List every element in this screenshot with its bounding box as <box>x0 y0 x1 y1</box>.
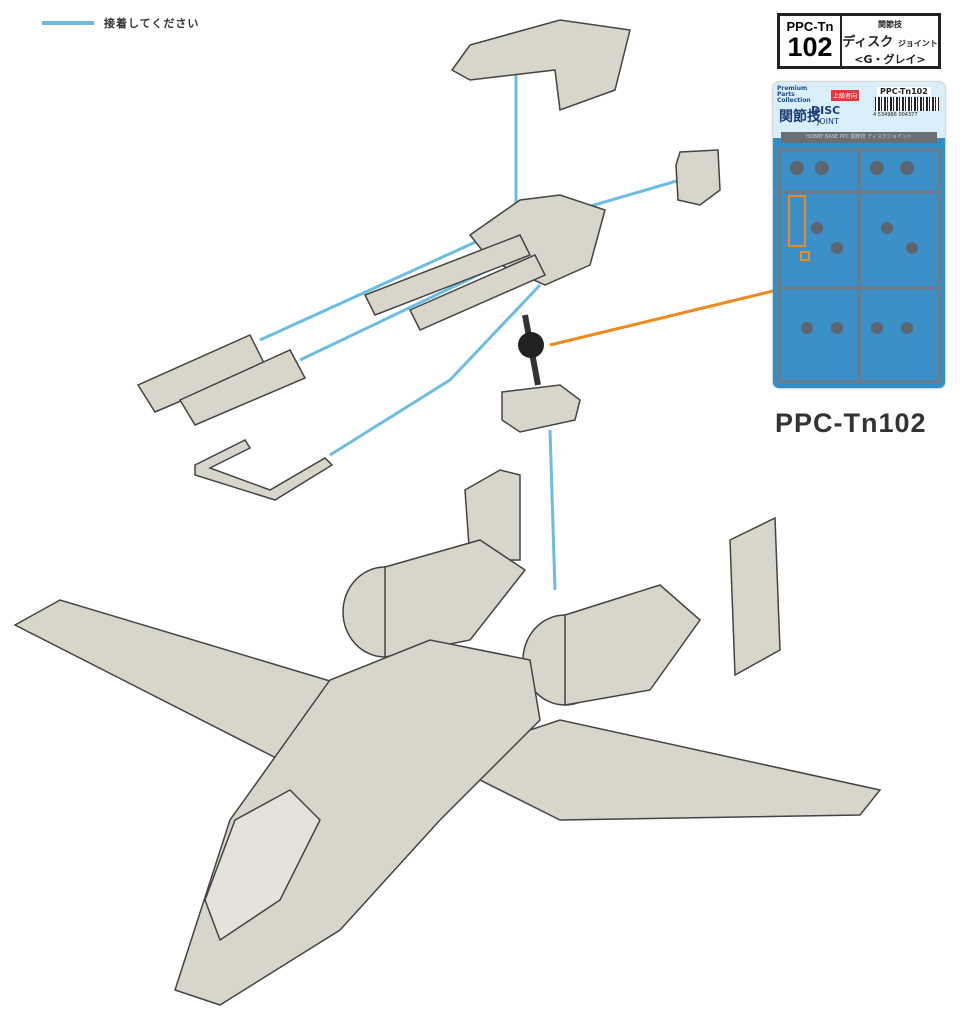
aircraft-right-wing <box>438 719 882 821</box>
product-code-box: PPC-Tn 102 関節技 ディスク ジョイント <G・グレイ> <box>777 13 941 69</box>
part-sleeve <box>675 149 721 206</box>
product-series: PPC-Tn <box>786 19 834 34</box>
glue-line-swatch <box>42 21 94 25</box>
highlight-part-marker <box>800 251 810 261</box>
glue-line-barrel-1 <box>259 238 481 342</box>
part-joint-base <box>501 384 581 433</box>
part-barrel-sleeve-2 <box>178 349 307 426</box>
package-strip: HOBBY BASE PPC 関節技 ディスクジョイント <box>781 132 937 143</box>
aircraft-fuselage <box>174 639 541 1006</box>
barcode <box>875 97 939 111</box>
part-barrel-1 <box>363 234 532 316</box>
product-name: ディスク <box>842 35 894 50</box>
package-image: Premium Parts Collection 上級者向 PPC-Tn102 … <box>773 82 945 388</box>
aircraft-tail-right <box>729 516 781 677</box>
part-disc-joint <box>518 332 544 358</box>
part-barrel-2 <box>408 254 547 331</box>
legend-label: 接着してください <box>104 17 200 30</box>
glue-line-rod <box>329 283 542 457</box>
package-brand: Premium Parts Collection <box>777 85 811 104</box>
package-level-badge: 上級者向 <box>831 90 860 101</box>
barcode-number: 4 534966 004377 <box>873 112 918 118</box>
package-kanji: 関節技 <box>779 109 821 125</box>
part-rod <box>194 439 334 501</box>
product-name-sub: ジョイント <box>897 39 938 48</box>
product-number: 102 <box>787 32 833 62</box>
aircraft-canopy <box>204 789 321 942</box>
glue-line-body <box>548 429 557 591</box>
pointer-line <box>549 281 807 347</box>
package-title-1: DISC <box>811 104 841 117</box>
part-top-bracket <box>450 19 631 112</box>
product-full-code: PPC-Tn102 <box>775 408 927 438</box>
package-code: PPC-Tn102 <box>877 87 931 96</box>
package-title-2: JOINT <box>817 117 839 126</box>
product-color: <G・グレイ> <box>854 53 926 66</box>
product-category: 関節技 <box>878 20 902 29</box>
highlight-part-box <box>788 195 806 247</box>
sprue-runner <box>777 148 941 384</box>
legend: 接着してください <box>42 15 199 31</box>
